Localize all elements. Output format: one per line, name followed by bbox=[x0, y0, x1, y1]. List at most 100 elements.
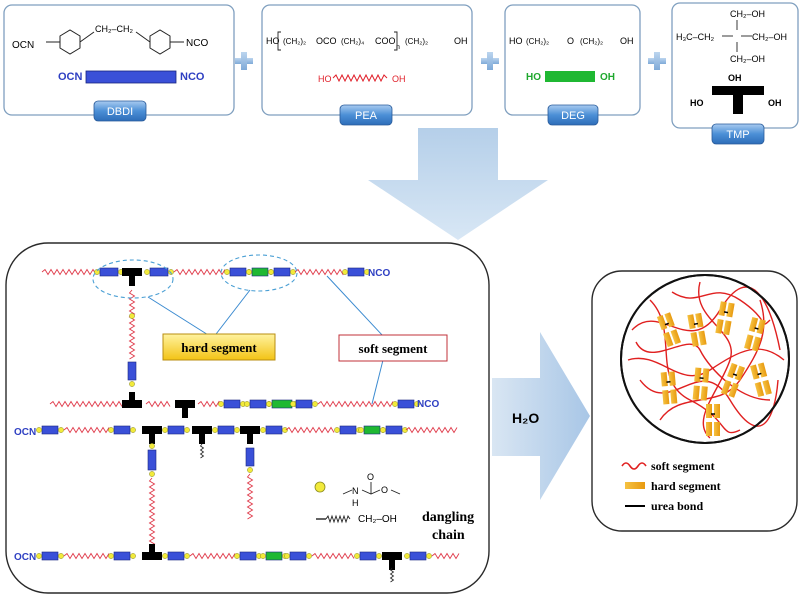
urethane-dot bbox=[149, 443, 155, 449]
diisocyanate-block bbox=[149, 267, 169, 277]
hard-segment-bar bbox=[662, 389, 670, 405]
dangling-chain-legend: CH₂–OH dangling chain bbox=[316, 510, 474, 543]
prepolymer-network bbox=[36, 267, 460, 583]
hard-segment-label-box: hard segment bbox=[162, 333, 276, 361]
soft-segment-chain bbox=[145, 400, 171, 408]
soft-segment-chain bbox=[311, 552, 355, 560]
morphology-circle-outline bbox=[620, 274, 790, 444]
hydrolysis-arrow bbox=[492, 332, 590, 500]
soft-segment-chain bbox=[697, 281, 733, 439]
pea-tag: PEA bbox=[339, 104, 393, 126]
hard-segment-bar bbox=[692, 385, 700, 400]
urethane-dot bbox=[404, 553, 410, 559]
hard-segment-bar bbox=[754, 381, 765, 398]
hard-segment-bar bbox=[663, 331, 674, 348]
deg-formula-o: O bbox=[567, 36, 574, 46]
hard-segment-bar bbox=[714, 422, 720, 436]
diisocyanate-block bbox=[397, 399, 415, 409]
dbdi-tag-label: DBDI bbox=[107, 106, 133, 118]
hard-segment-domain bbox=[660, 371, 678, 405]
hard-segment-bar bbox=[756, 319, 766, 335]
urethane-dot bbox=[144, 269, 150, 275]
diisocyanate-block bbox=[167, 425, 185, 435]
soft-segment-chain bbox=[173, 268, 226, 276]
deg-formula-ho: HO bbox=[509, 36, 523, 46]
hard-segment-bar bbox=[723, 320, 732, 336]
soft-segment-chain bbox=[627, 348, 785, 377]
urethane-h-label: H bbox=[352, 498, 359, 508]
deg-block-right-label: OH bbox=[600, 72, 615, 83]
urethane-dot bbox=[162, 553, 168, 559]
hard-segment-bar bbox=[668, 371, 676, 386]
hard-segment-domain bbox=[656, 312, 681, 348]
tmp-tag: TMP bbox=[711, 123, 765, 145]
urethane-dot bbox=[358, 427, 364, 433]
urethane-legend: N H O O bbox=[314, 472, 401, 508]
hard-segment-bar bbox=[728, 382, 739, 398]
diisocyanate-block bbox=[385, 425, 403, 435]
hard-pointer-2 bbox=[212, 289, 251, 339]
soft-segment-label-box: soft segment bbox=[338, 334, 448, 362]
soft-segment-chain bbox=[41, 268, 97, 276]
pea-chain-right-label: OH bbox=[392, 74, 406, 84]
soft-segment-chain bbox=[317, 400, 394, 408]
urethane-dot bbox=[376, 553, 382, 559]
urethane-dot bbox=[234, 553, 240, 559]
urethane-dot bbox=[212, 427, 218, 433]
urethane-dot bbox=[392, 401, 398, 407]
end-group-ocn-1: OCN bbox=[14, 427, 36, 438]
hard-segment-bar bbox=[700, 386, 708, 401]
dangling-chain bbox=[199, 443, 205, 459]
hard-segment-domain bbox=[750, 362, 772, 398]
soft-segment-chain bbox=[63, 426, 110, 434]
pea-formula-oco: OCO bbox=[316, 36, 337, 46]
diisocyanate-block bbox=[167, 551, 185, 561]
end-group-nco-2: NCO bbox=[417, 399, 439, 410]
pea-formula-oh: OH bbox=[454, 36, 468, 46]
urethane-dot bbox=[162, 427, 168, 433]
hard-segment-domain bbox=[720, 362, 745, 398]
tmp-node bbox=[182, 404, 188, 418]
diisocyanate-block bbox=[113, 425, 131, 435]
urethane-dot bbox=[260, 553, 266, 559]
urethane-dot bbox=[314, 481, 326, 493]
reagent-tmp-panel: CH₂–OH H₃C–CH₂ CH₂–OH CH₂–OH OH HO OH TM… bbox=[671, 2, 799, 145]
diisocyanate-block bbox=[239, 551, 257, 561]
tmp-tag-label: TMP bbox=[726, 129, 749, 141]
tmp-node bbox=[389, 556, 395, 570]
urethane-dot bbox=[268, 269, 274, 275]
deg-block bbox=[271, 399, 293, 409]
soft-segment-chain bbox=[246, 473, 254, 520]
tmp-node bbox=[149, 544, 155, 558]
soft-segment-chain bbox=[189, 552, 236, 560]
urethane-dot bbox=[402, 427, 408, 433]
diisocyanate-block bbox=[359, 551, 377, 561]
legend-soft-segment-label: soft segment bbox=[651, 459, 715, 473]
legend-urea-bond-label: urea bond bbox=[651, 499, 703, 513]
diisocyanate-block bbox=[229, 267, 247, 277]
hard-segment-domain bbox=[715, 301, 735, 336]
soft-segment-chain bbox=[635, 341, 771, 401]
hard-segment-bar bbox=[687, 314, 696, 330]
urethane-dot bbox=[306, 553, 312, 559]
urethane-dot bbox=[244, 401, 250, 407]
urethane-dot bbox=[290, 401, 296, 407]
hard-segment-bar bbox=[750, 364, 760, 380]
dbdi-formula-bridge: CH₂–CH₂ bbox=[95, 24, 133, 34]
deg-block bbox=[251, 267, 269, 277]
diisocyanate-block bbox=[245, 447, 255, 467]
urea-bond bbox=[723, 311, 729, 314]
reagent-pea-panel: HO (CH₂)₂ OCO (CH₂)₄ COO n (CH₂)₂ OH HO … bbox=[261, 4, 473, 126]
hard-segment-bar bbox=[670, 389, 678, 404]
urethane-dot bbox=[290, 269, 296, 275]
diisocyanate-block bbox=[339, 425, 357, 435]
dangling-group-label: CH₂–OH bbox=[358, 514, 397, 525]
pea-formula-ch2-2b: (CH₂)₂ bbox=[405, 37, 428, 46]
deg-formula-ch2-b: (CH₂)₂ bbox=[580, 37, 603, 46]
urethane-dot bbox=[108, 427, 114, 433]
urethane-dot bbox=[129, 381, 135, 387]
hard-segment-bar bbox=[720, 379, 732, 396]
hard-segment-bar bbox=[714, 404, 720, 418]
legend-soft-segment-swatch bbox=[621, 462, 647, 470]
urea-bond bbox=[693, 322, 699, 326]
